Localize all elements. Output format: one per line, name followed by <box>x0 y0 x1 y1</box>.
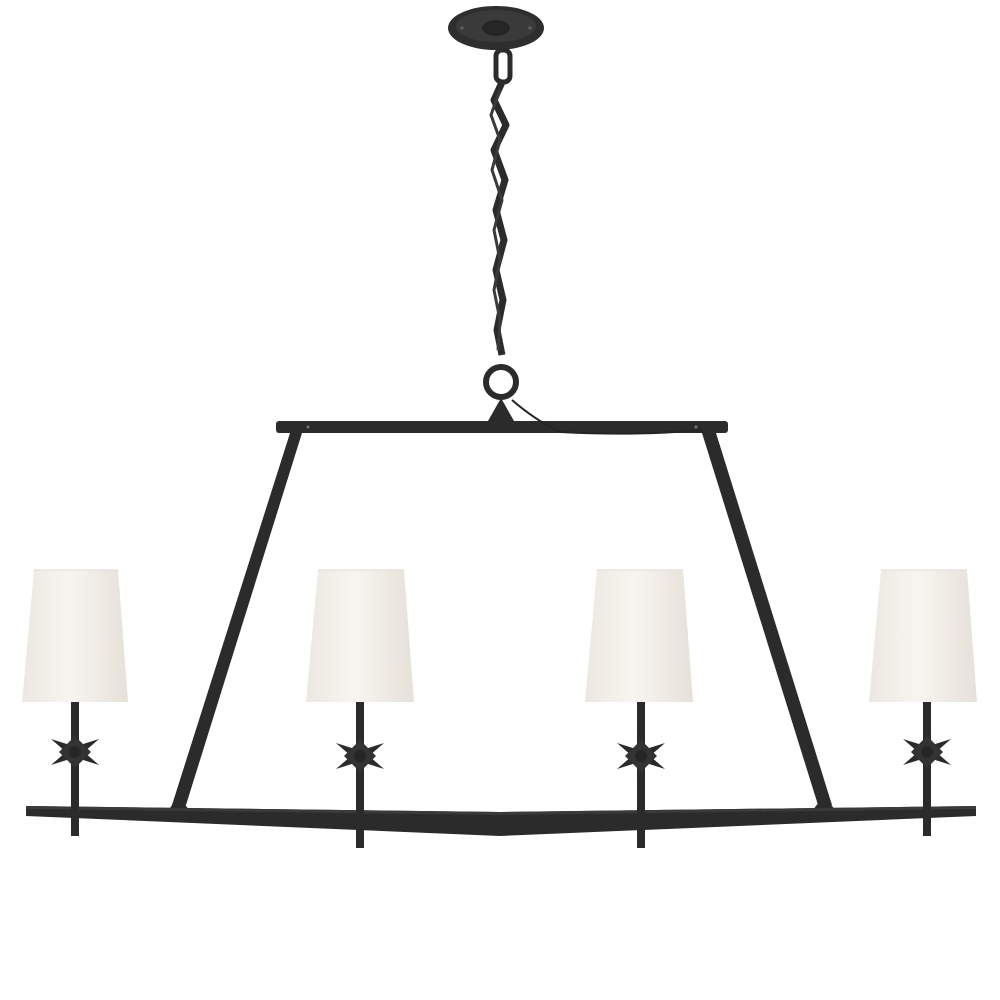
bottom-crossbar <box>26 806 976 836</box>
lamp-shade-1 <box>22 570 128 702</box>
lamp-shade-3 <box>585 570 693 702</box>
side-arms <box>168 433 836 812</box>
lamp-shade-4 <box>869 570 977 702</box>
lamp-2 <box>306 569 414 848</box>
top-crossbar <box>276 398 728 471</box>
lamp-shade-2 <box>306 570 414 702</box>
hanging-chain <box>483 47 519 400</box>
lamp-1 <box>22 569 128 836</box>
lamp-4 <box>869 569 977 836</box>
lamp-3 <box>585 569 693 848</box>
ceiling-canopy <box>448 6 544 50</box>
